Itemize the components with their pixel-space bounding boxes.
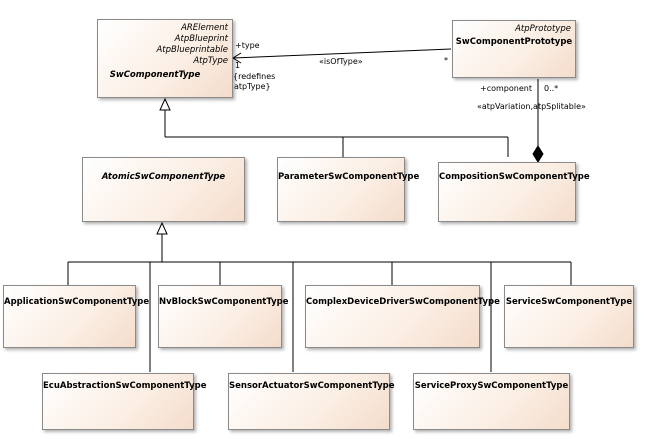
class-name: ServiceSwComponentType xyxy=(505,297,633,307)
is-of-type-line xyxy=(232,48,452,59)
application-sw-component-type-class[interactable]: ApplicationSwComponentType xyxy=(3,285,150,348)
class-name: ParameterSwComponentType xyxy=(278,172,420,182)
class-name: NvBlockSwComponentType xyxy=(159,297,289,307)
stereotype-atp-type: AtpType xyxy=(193,56,228,66)
composition-diamond xyxy=(532,145,544,163)
stereotype-atp-blueprintable: AtpBlueprintable xyxy=(156,45,228,55)
class-name: EcuAbstractionSwComponentType xyxy=(43,381,207,391)
generalization-arrowhead-2 xyxy=(156,221,168,235)
prototype-multiplicity-label: * xyxy=(444,56,448,65)
sensor-actuator-sw-component-type-class[interactable]: SensorActuatorSwComponentType xyxy=(228,373,395,430)
class-name: AtomicSwComponentType xyxy=(101,172,226,182)
complex-device-driver-sw-component-type-class[interactable]: ComplexDeviceDriverSwComponentType xyxy=(305,285,500,348)
navigation-arrowhead xyxy=(232,52,242,64)
class-name: SwComponentType xyxy=(109,70,201,80)
service-proxy-sw-component-type-class[interactable]: ServiceProxySwComponentType xyxy=(413,373,570,430)
nvblock-sw-component-type-class[interactable]: NvBlockSwComponentType xyxy=(158,285,289,348)
type-role-label: +type xyxy=(235,41,260,50)
stereotype-list: ARElement AtpBlueprint AtpBlueprintable … xyxy=(156,23,228,67)
service-sw-component-type-class[interactable]: ServiceSwComponentType xyxy=(504,285,634,348)
generalization-arrowhead-1 xyxy=(159,97,171,111)
is-of-type-stereotype-label: «isOfType» xyxy=(319,57,363,66)
redefines-constraint-line-2: atpType} xyxy=(234,82,271,91)
class-name: SwComponentPrototype xyxy=(455,37,573,47)
ecu-abstraction-sw-component-type-class[interactable]: EcuAbstractionSwComponentType xyxy=(42,373,207,430)
sw-component-type-class[interactable]: ARElement AtpBlueprint AtpBlueprintable … xyxy=(97,19,233,98)
class-name: ServiceProxySwComponentType xyxy=(414,381,569,391)
atomic-sw-component-type-class[interactable]: AtomicSwComponentType xyxy=(82,157,245,222)
component-role-label: +component xyxy=(480,84,532,93)
stereotype-atp-blueprint: AtpBlueprint xyxy=(174,34,228,44)
parameter-sw-component-type-class[interactable]: ParameterSwComponentType xyxy=(277,157,420,222)
type-multiplicity-label: 1 xyxy=(235,61,241,70)
atp-variation-stereotype-label: «atpVariation,atpSplitable» xyxy=(477,102,586,111)
class-name: ApplicationSwComponentType xyxy=(4,297,150,307)
class-name: CompositionSwComponentType xyxy=(439,172,590,182)
composition-sw-component-type-class[interactable]: CompositionSwComponentType xyxy=(438,162,590,222)
stereotype-atp-prototype: AtpPrototype xyxy=(515,24,571,34)
stereotype-ar-element: ARElement xyxy=(181,23,228,33)
sw-component-prototype-class[interactable]: AtpPrototype SwComponentPrototype xyxy=(452,20,576,78)
redefines-constraint-line-1: {redefines xyxy=(233,72,276,81)
class-name: SensorActuatorSwComponentType xyxy=(229,381,395,391)
class-name: ComplexDeviceDriverSwComponentType xyxy=(306,297,500,307)
component-multiplicity-label: 0..* xyxy=(544,84,559,93)
